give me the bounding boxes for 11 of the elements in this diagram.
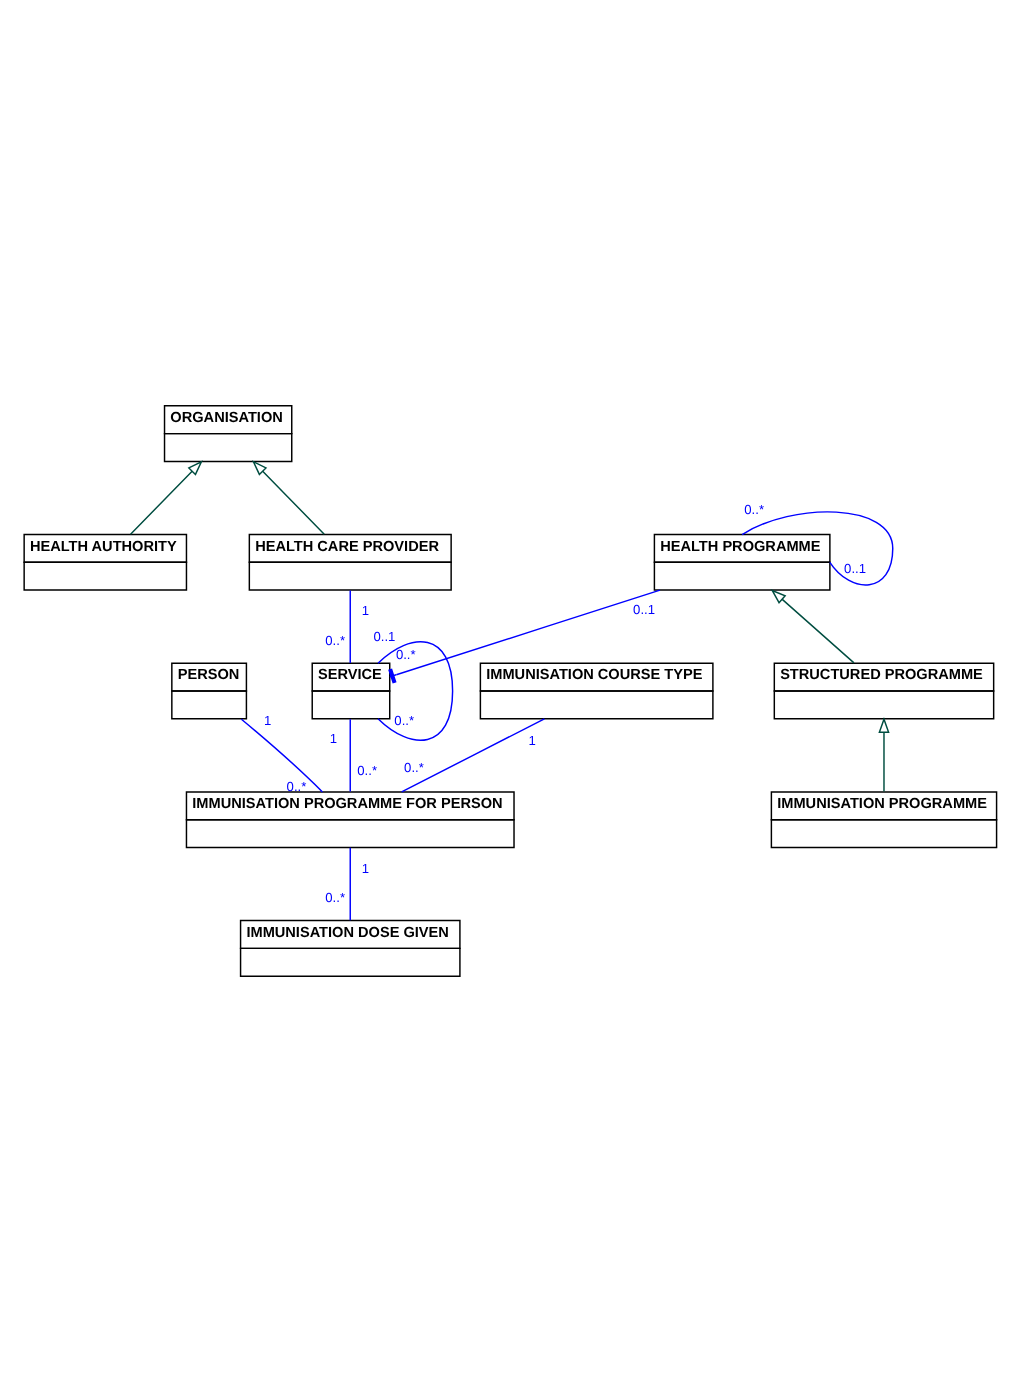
arrow [770, 588, 855, 663]
arrow [878, 715, 890, 792]
connector [349, 846, 351, 920]
connector [349, 588, 351, 663]
connector [377, 640, 454, 740]
connector [349, 717, 351, 792]
connector [400, 717, 546, 792]
connector [741, 510, 894, 585]
arrow [129, 459, 203, 534]
arrow [251, 459, 325, 534]
connector [240, 717, 324, 792]
